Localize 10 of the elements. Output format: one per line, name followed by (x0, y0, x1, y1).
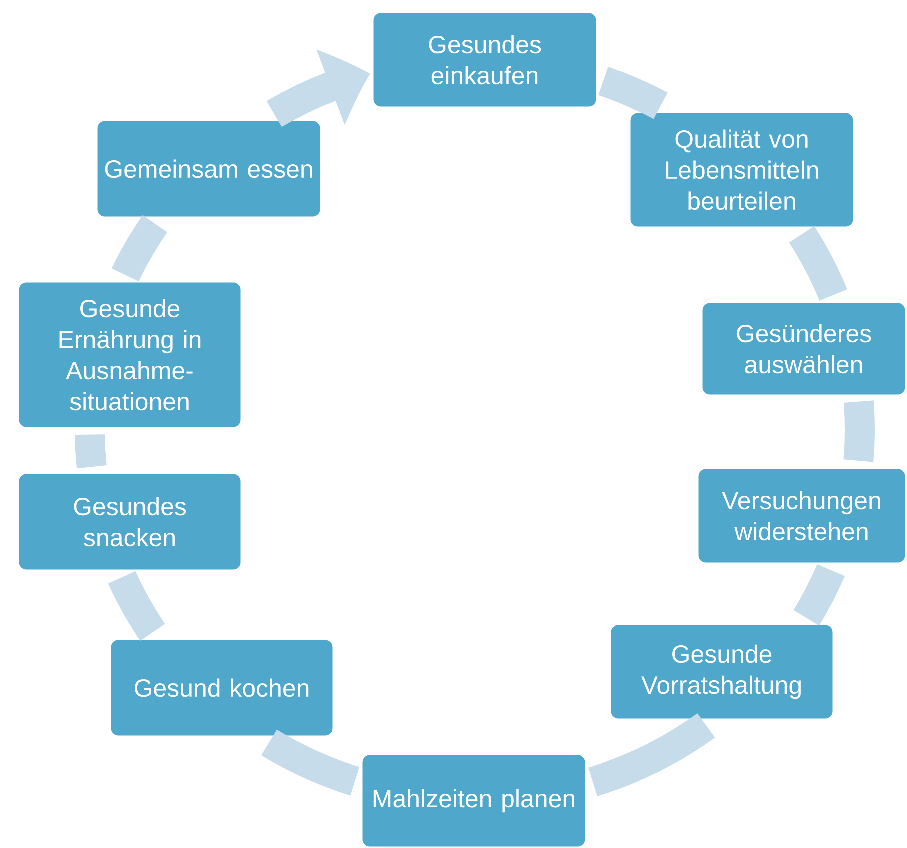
process-box: Gesund kochen (110, 638, 334, 738)
process-box: Gesünderes auswählen (701, 302, 907, 396)
process-box: Qualität von Lebensmitteln beurteilen (629, 112, 855, 228)
process-box: Gesunde Vorratshaltung (610, 624, 834, 720)
process-box: Gemeinsam essen (96, 120, 322, 218)
process-box: Gesundes einkaufen (372, 12, 598, 108)
process-box: Mahlzeiten planen (361, 754, 587, 848)
process-box: Gesundes snacken (18, 472, 242, 572)
process-box: Gesunde Ernährung in Ausnahme-situationen (18, 281, 242, 429)
process-box: Versuchungen widerstehen (697, 468, 907, 564)
